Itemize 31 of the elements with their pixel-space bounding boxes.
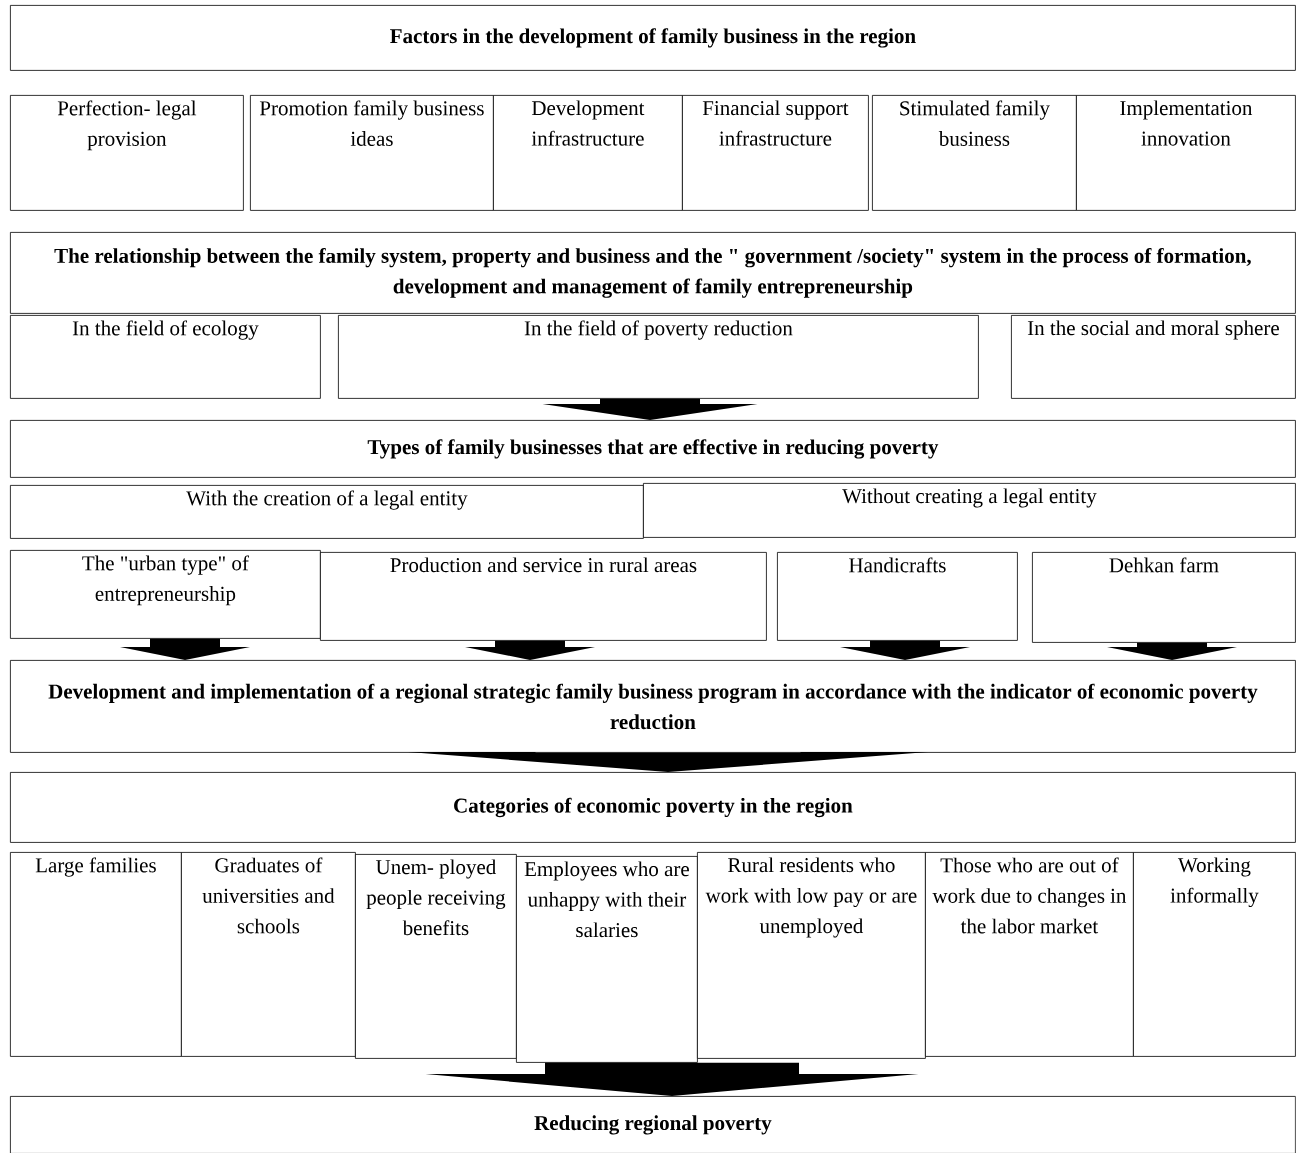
text-box: Dehkan farm <box>1032 552 1296 643</box>
text-box: In the field of ecology <box>10 315 321 399</box>
block-arrow <box>1107 642 1237 660</box>
text-box: Without creating a legal entity <box>643 483 1296 538</box>
heading-box: Types of family businesses that are effective in reducing poverty <box>10 420 1296 478</box>
text-box: Development infrastructure <box>493 95 683 211</box>
heading-box: Factors in the development of family business in the region <box>10 5 1296 71</box>
block-arrow <box>840 640 970 660</box>
text-box: Implementation innovation <box>1076 95 1296 211</box>
text-box: The "urban type" of entrepreneurship <box>10 550 321 639</box>
text-box: Rural residents who work with low pay or are unemployed <box>697 852 926 1059</box>
text-box: Perfection- legal provision <box>10 95 244 211</box>
heading-box: Development and implementation of a regional strategic family business program in accordance with the indicator of economic poverty reduction <box>10 660 1296 753</box>
text-box: Working informally <box>1133 852 1296 1057</box>
text-box: Unem- ployed people receiving benefits <box>355 854 517 1059</box>
text-box: Graduates of universities and schools <box>181 852 356 1057</box>
text-box: In the social and moral sphere <box>1011 315 1296 399</box>
heading-box: Categories of economic poverty in the region <box>10 772 1296 843</box>
heading-box: Reducing regional poverty <box>10 1096 1296 1153</box>
block-arrow <box>120 638 250 660</box>
text-box: Production and service in rural areas <box>320 552 767 641</box>
text-box: Promotion family business ideas <box>250 95 494 211</box>
text-box: Financial support infrastructure <box>682 95 869 211</box>
text-box: Stimulated family business <box>872 95 1077 211</box>
text-box: In the field of poverty reduction <box>338 315 979 399</box>
text-box: Handicrafts <box>777 552 1018 641</box>
text-box: Those who are out of work due to changes in the labor market <box>925 852 1134 1057</box>
text-box: Large families <box>10 852 182 1057</box>
text-box: Employees who are unhappy with their salaries <box>516 856 698 1063</box>
block-arrow <box>465 640 595 660</box>
text-box: With the creation of a legal entity <box>10 485 644 539</box>
